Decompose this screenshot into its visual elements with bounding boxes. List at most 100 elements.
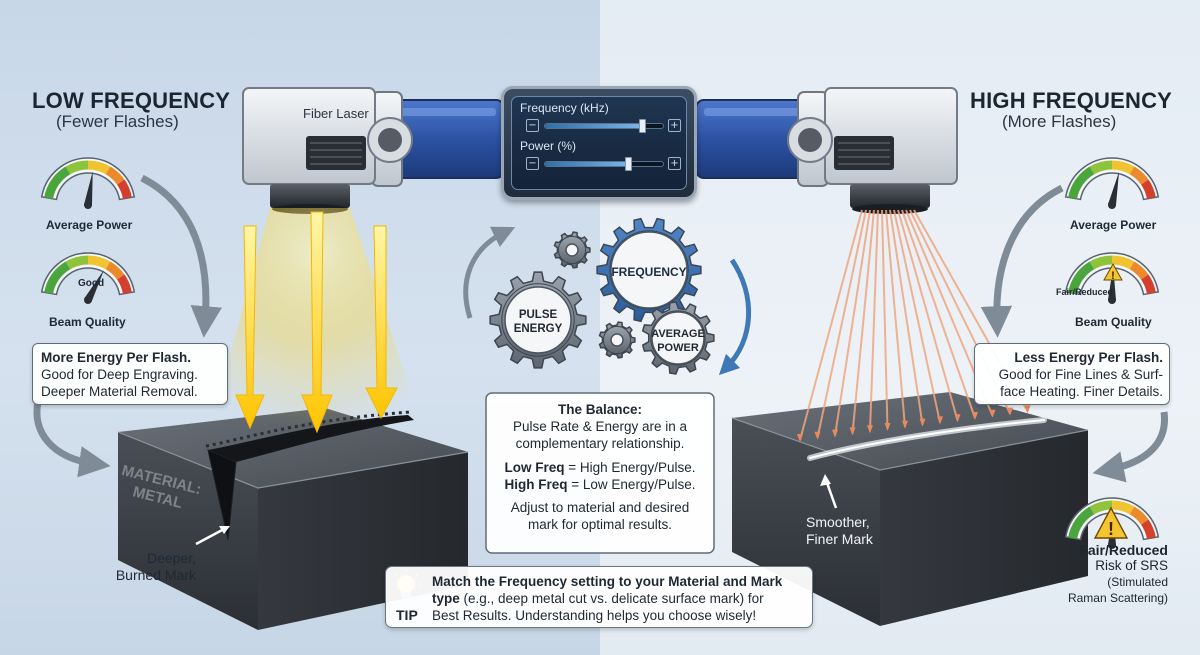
gear-icon	[489, 271, 587, 369]
card-line: Less Energy Per Flash.	[1014, 350, 1163, 365]
metal-block-left	[117, 408, 469, 630]
low-freq-term: Low Freq	[504, 460, 565, 475]
low-frequency-subheading: (Fewer Flashes)	[56, 112, 179, 131]
left-average-power-label: Average Power	[46, 218, 133, 232]
high-frequency-info-card: Less Energy Per Flash. Good for Fine Lin…	[974, 343, 1170, 405]
right-average-power-label: Average Power	[1070, 218, 1157, 232]
gear-label-line: AVERAGE	[651, 328, 705, 340]
srs-line: Risk of SRS	[1095, 558, 1168, 573]
tip-box: TIP Match the Frequency setting to your …	[385, 566, 813, 628]
metal-block-right	[731, 392, 1089, 626]
warning-icon: !	[1093, 506, 1129, 539]
gear-icon	[598, 321, 636, 359]
gear-icon	[641, 301, 715, 375]
gauge-icon	[40, 252, 136, 304]
right-beam-quality-status: Fair/Reduced	[1056, 287, 1114, 297]
fiber-laser-label: Fiber Laser	[303, 106, 369, 121]
deeper-mark-label: Deeper, Burned Mark	[106, 550, 196, 584]
control-screen: Frequency (kHz) − + Power (%) − +	[511, 96, 687, 190]
tip-rest: (e.g., deep metal cut vs. delicate surfa…	[459, 591, 764, 606]
gauge-icon	[1064, 497, 1160, 549]
gear-cycle-arrows	[463, 226, 751, 376]
power-increase-button[interactable]: +	[668, 157, 681, 170]
high-frequency-subheading: (More Flashes)	[1002, 112, 1117, 131]
laser-control-panel: Frequency (kHz) − + Power (%) − +	[501, 86, 697, 200]
balance-high-line: High Freq = Low Energy/Pulse.	[486, 476, 714, 493]
power-track[interactable]	[544, 157, 664, 171]
tip-line: type (e.g., deep metal cut vs. delicate …	[432, 590, 764, 607]
balance-closing-line: Adjust to material and desired	[510, 500, 690, 515]
frequency-label: Frequency (kHz)	[520, 101, 609, 115]
low-frequency-beams	[210, 208, 420, 434]
pointer-arrow	[195, 526, 227, 546]
mark-line: Finer Mark	[806, 531, 873, 547]
gauge-icon	[1064, 252, 1160, 304]
power-fill	[545, 162, 629, 166]
balance-closing-line: mark for optimal results.	[527, 517, 673, 532]
flow-arrow	[33, 401, 111, 478]
srs-line: (Stimulated	[1107, 575, 1168, 589]
low-frequency-heading: LOW FREQUENCY	[32, 88, 231, 113]
finer-mark-label: Smoother, Finer Mark	[806, 514, 873, 548]
pointer-arrow	[824, 479, 838, 509]
high-freq-value: = Low Energy/Pulse.	[567, 477, 696, 492]
gear-label-line: POWER	[657, 342, 699, 354]
power-decrease-button[interactable]: −	[526, 157, 539, 170]
flow-arrow	[980, 184, 1064, 338]
frequency-fill	[545, 124, 644, 128]
frequency-gear-label: FREQUENCY	[611, 265, 687, 279]
low-frequency-info-card: More Energy Per Flash. Good for Deep Eng…	[32, 343, 228, 405]
srs-risk-note: Fair/Reduced Risk of SRS (Stimulated Ram…	[1048, 542, 1168, 606]
frequency-track[interactable]	[544, 119, 664, 133]
gear-icon	[553, 231, 591, 269]
tip-bold: type	[432, 591, 460, 606]
mark-line: Smoother,	[806, 514, 870, 530]
high-frequency-heading: HIGH FREQUENCY	[970, 88, 1173, 113]
mark-line: Burned Mark	[115, 567, 196, 583]
tip-label: TIP	[396, 607, 418, 623]
gear-icon	[596, 217, 702, 323]
srs-line: Raman Scattering)	[1067, 591, 1168, 605]
frequency-knob[interactable]	[639, 119, 647, 133]
gear-label-line: ENERGY	[513, 323, 563, 335]
card-line: More Energy Per Flash.	[41, 350, 192, 365]
gauge-icon	[40, 157, 136, 209]
balance-box	[485, 392, 715, 554]
warning-icon: !	[1103, 262, 1123, 282]
srs-status: Fair/Reduced	[1079, 542, 1168, 558]
tip-line: Best Results. Understanding helps you ch…	[432, 608, 757, 623]
power-knob[interactable]	[625, 157, 632, 171]
card-line: face Heating. Finer Details.	[1000, 384, 1163, 399]
frequency-increase-button[interactable]: +	[668, 119, 681, 132]
laser-head-right	[787, 87, 958, 214]
frequency-decrease-button[interactable]: −	[526, 119, 539, 132]
svg-text:!: !	[1111, 270, 1115, 282]
svg-text:!: !	[1108, 519, 1114, 539]
mark-line: Deeper,	[146, 550, 196, 566]
frequency-slider[interactable]: − +	[526, 119, 681, 133]
power-label: Power (%)	[520, 139, 577, 153]
laser-arm-right	[695, 91, 829, 187]
balance-low-line: Low Freq = High Energy/Pulse.	[486, 459, 714, 476]
left-beam-quality-label: Beam Quality	[49, 315, 126, 329]
card-line: Good for Deep Engraving.	[41, 367, 198, 382]
right-beam-quality-label: Beam Quality	[1075, 315, 1152, 329]
balance-title: The Balance:	[557, 402, 643, 417]
balance-line: complementary relationship.	[515, 436, 685, 451]
balance-text: The Balance: Pulse Rate & Energy are in …	[486, 393, 714, 553]
balance-line: Pulse Rate & Energy are in a	[512, 419, 688, 434]
card-line: Deeper Material Removal.	[41, 384, 198, 399]
card-line: Good for Fine Lines & Surf-	[998, 367, 1163, 382]
gauge-icon	[1064, 157, 1160, 209]
high-freq-term: High Freq	[504, 477, 568, 492]
pulse-energy-gear-label: PULSE ENERGY	[506, 308, 570, 336]
flow-arrow	[1092, 411, 1168, 483]
power-slider[interactable]: − +	[526, 157, 681, 171]
left-beam-quality-status: Good	[78, 278, 105, 289]
average-power-gear-label: AVERAGE POWER	[645, 327, 711, 355]
low-freq-value: = High Energy/Pulse.	[564, 460, 696, 475]
flow-arrow	[140, 174, 222, 338]
gear-label-line: PULSE	[518, 309, 558, 321]
tip-line: Match the Frequency setting to your Mate…	[432, 574, 783, 589]
